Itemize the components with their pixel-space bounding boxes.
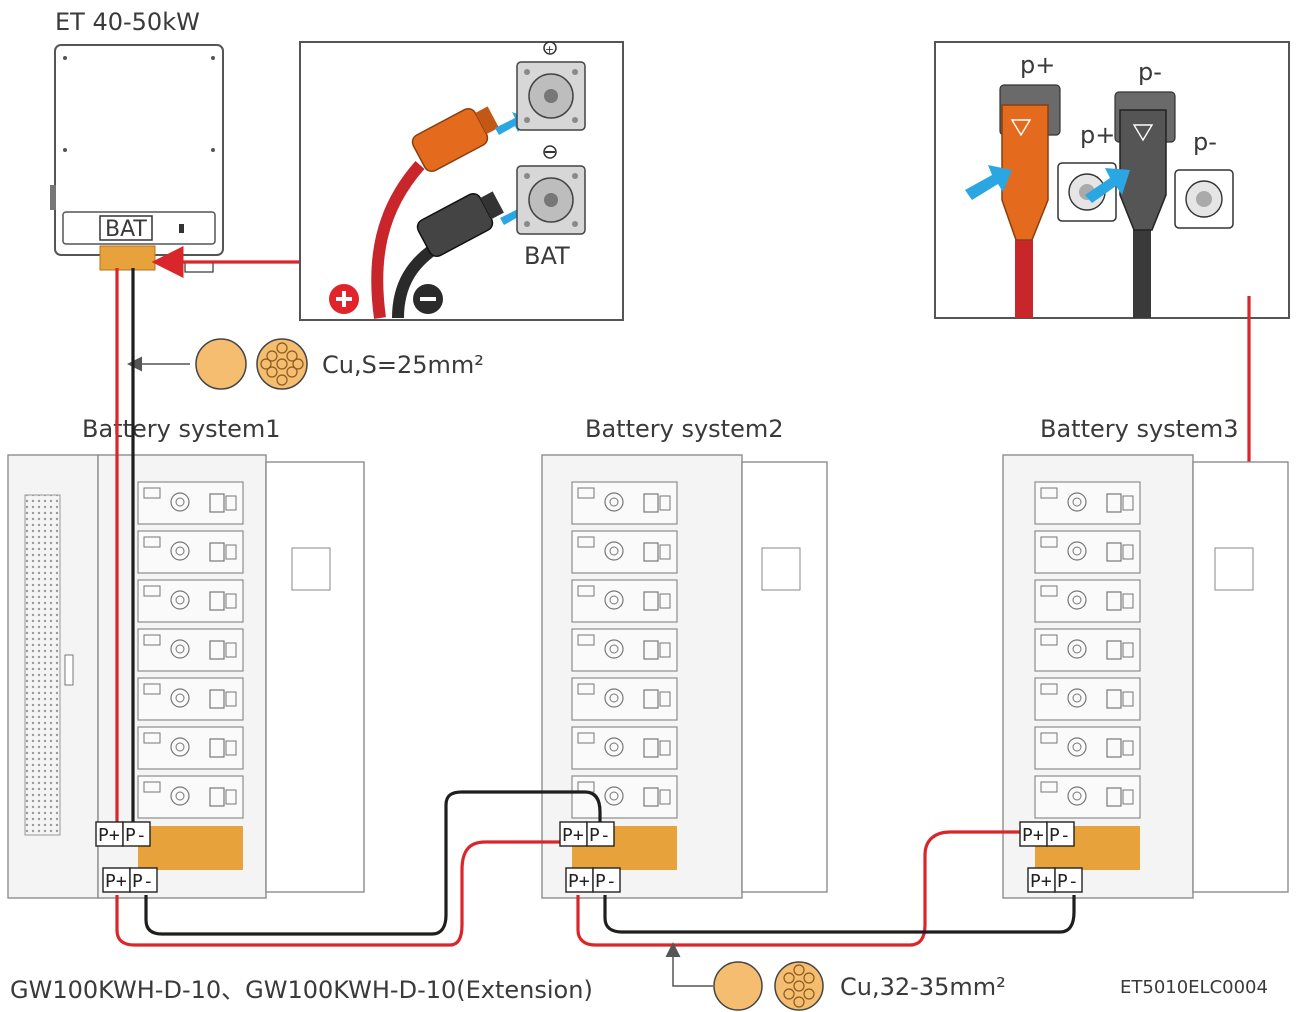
connector-label-p-plus-top: p+ bbox=[1020, 51, 1055, 79]
cabinet-open-door bbox=[741, 461, 828, 893]
svg-text:+: + bbox=[545, 43, 554, 56]
stranded-conductor-icon bbox=[774, 961, 824, 1011]
red-cable bbox=[371, 161, 425, 319]
terminal-p-plus: P+ bbox=[1030, 871, 1052, 892]
copper-cross-section-icon bbox=[195, 338, 247, 390]
link-wire-positive-1-2 bbox=[115, 840, 560, 947]
inverter-bat-port bbox=[99, 215, 153, 241]
inverter: ET 40-50kW BAT bbox=[50, 8, 330, 278]
bms-control-box bbox=[138, 826, 243, 870]
terminal-p-minus: P- bbox=[132, 871, 154, 892]
connector-label-p-minus-top: p- bbox=[1138, 58, 1162, 86]
cabinet-open-door bbox=[1192, 461, 1289, 893]
figure-code: ET5010ELC0004 bbox=[1120, 977, 1268, 998]
terminal-p-minus: P- bbox=[1049, 825, 1071, 846]
red-cable bbox=[1015, 240, 1033, 318]
battery-system-name: Battery system2 bbox=[585, 415, 784, 443]
link-wire-negative-1-2 bbox=[144, 790, 602, 936]
negative-plug bbox=[416, 191, 504, 258]
terminal-p-plus: P+ bbox=[568, 871, 590, 892]
negative-plug bbox=[1119, 109, 1167, 231]
terminal-p-plus: P+ bbox=[1022, 825, 1044, 846]
connector-label-p-plus: p+ bbox=[1080, 121, 1115, 149]
inverter-title: ET 40-50kW bbox=[55, 8, 200, 36]
positive-plug bbox=[1001, 104, 1049, 241]
stranded-conductor-icon bbox=[256, 338, 308, 390]
cable-spec-bottom: Cu,32-35mm² bbox=[665, 942, 1006, 1011]
cable-spec-top: Cu,S=25mm² bbox=[127, 338, 484, 390]
positive-plug bbox=[411, 106, 499, 173]
connector-detail-panel: p+ p- p+ p- bbox=[934, 41, 1290, 866]
terminal-p-minus: P- bbox=[595, 871, 617, 892]
terminal-p-minus: P- bbox=[125, 825, 147, 846]
connector-label-p-minus: p- bbox=[1193, 128, 1217, 156]
terminals-system-1: P+ P- P+ P- bbox=[95, 821, 158, 893]
link-wire-negative-2-3 bbox=[603, 895, 1076, 934]
battery-system-name: Battery system1 bbox=[82, 415, 281, 443]
model-caption: GW100KWH-D-10、GW100KWH-D-10(Extension) bbox=[10, 976, 593, 1004]
insert-arrow-icon bbox=[1085, 168, 1130, 203]
terminals-system-2: P+ P- P+ P- bbox=[559, 821, 621, 893]
cable-spec-bottom-text: Cu,32-35mm² bbox=[840, 973, 1006, 1001]
bat-detail-panel: + BAT bbox=[299, 41, 624, 321]
positive-socket: + bbox=[516, 41, 586, 131]
bat-detail-label: BAT bbox=[524, 242, 570, 270]
inverter-side-bracket bbox=[50, 185, 56, 210]
terminal-p-plus: P+ bbox=[98, 825, 120, 846]
link-wire-positive-2-3 bbox=[576, 830, 1020, 947]
black-cable bbox=[1133, 230, 1151, 318]
negative-socket bbox=[516, 145, 586, 235]
inverter-bat-connector bbox=[99, 245, 156, 271]
copper-cross-section-icon bbox=[713, 961, 763, 1011]
terminal-p-minus: P- bbox=[589, 825, 611, 846]
insert-arrow-icon bbox=[965, 165, 1012, 200]
inverter-bat-label: BAT bbox=[105, 217, 147, 242]
wiring bbox=[115, 268, 1076, 947]
terminal-p-minus: P- bbox=[1057, 871, 1079, 892]
cable-spec-top-text: Cu,S=25mm² bbox=[322, 351, 484, 379]
vent-grille bbox=[24, 494, 61, 836]
terminal-p-plus: P+ bbox=[105, 871, 127, 892]
battery-system-1: Battery system1 bbox=[7, 415, 365, 899]
terminal-p-plus: P+ bbox=[562, 825, 584, 846]
terminals-system-3: P+ P- P+ P- bbox=[1019, 821, 1083, 893]
cabinet-open-door bbox=[265, 461, 365, 893]
battery-system-name: Battery system3 bbox=[1040, 415, 1239, 443]
